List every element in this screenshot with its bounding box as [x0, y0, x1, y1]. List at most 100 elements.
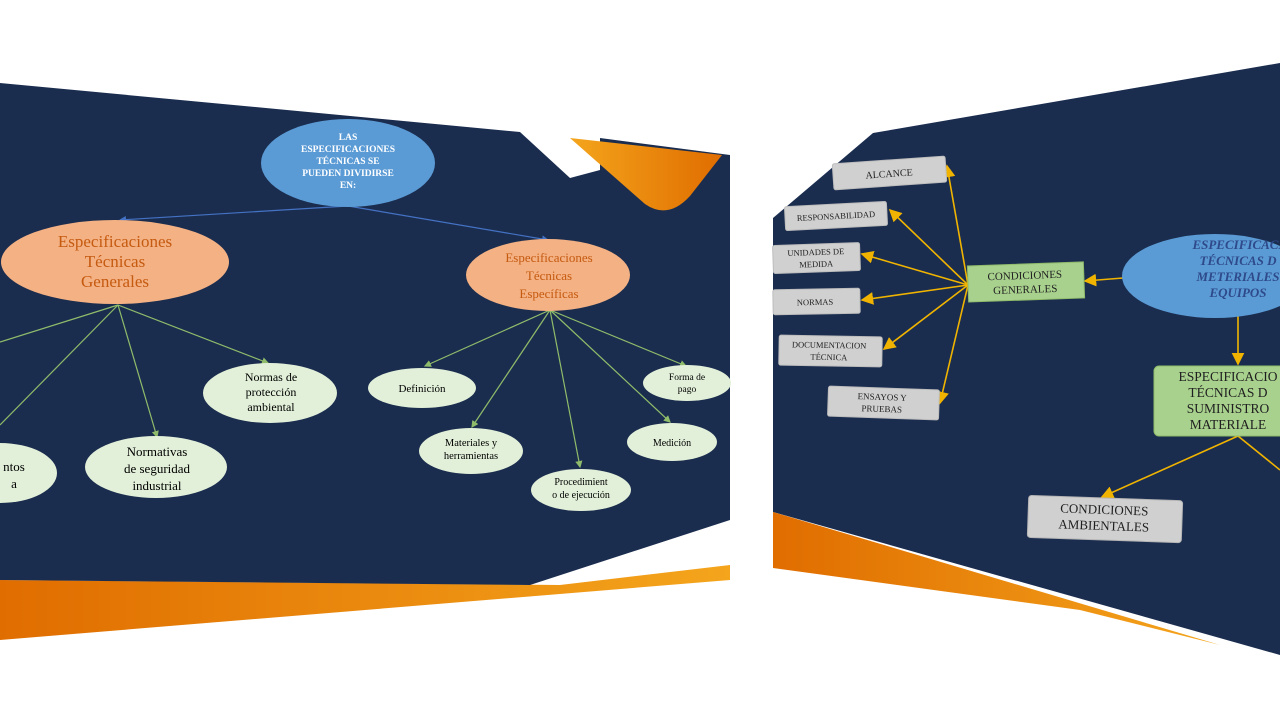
child-node: [0, 443, 57, 503]
text-line: Técnicas: [526, 268, 572, 283]
right-orange-strip: [773, 512, 1220, 645]
child-node-text: Materiales y herramientas: [444, 438, 498, 462]
condition-item-text: DOCUMENTACION TÉCNICA: [792, 339, 867, 362]
text-line: ESPECIFICACI: [1191, 237, 1280, 252]
child-node-text: Medición: [653, 438, 691, 449]
child-node: [531, 469, 631, 511]
connector: [118, 205, 349, 224]
environmental-conditions-box: [1026, 494, 1184, 544]
connector: [1083, 273, 1124, 287]
connector: [549, 309, 688, 368]
text-line: ntos: [3, 459, 25, 474]
child-node: [643, 365, 731, 401]
text-line: Procedimient: [554, 477, 608, 488]
text-line: Normativas: [127, 444, 188, 459]
text-line: Generales: [81, 272, 149, 291]
condition-item-text: RESPONSABILIDAD: [797, 209, 876, 223]
text-line: protección: [246, 385, 297, 399]
text-line: AMBIENTALES: [1058, 516, 1149, 534]
text-line: MATERIALE: [1190, 417, 1267, 432]
child-node: [627, 423, 717, 461]
text-line: a: [11, 476, 17, 491]
connector: [549, 309, 671, 423]
connector: [860, 284, 969, 305]
text-line: CONDICIONES: [987, 269, 1062, 284]
general-conditions-box: [966, 261, 1086, 303]
condition-item-box: [772, 242, 861, 274]
root-node: [261, 119, 435, 207]
text-line: EN:: [340, 181, 356, 191]
environmental-conditions-text: CONDICIONESAMBIENTALES: [1058, 500, 1150, 534]
text-line: MEDIDA: [799, 258, 834, 269]
child-node-text: ntos a: [3, 459, 25, 491]
condition-item-box: [778, 334, 883, 368]
connector: [1100, 435, 1239, 499]
connector: [117, 304, 159, 439]
connector: [423, 309, 551, 367]
connector: [549, 309, 583, 469]
condition-item-box: [827, 385, 940, 421]
text-line: NORMAS: [797, 297, 834, 308]
text-line: LAS: [339, 133, 357, 143]
text-line: CONDICIONES: [1060, 500, 1149, 518]
specific-specs-node: [466, 239, 630, 311]
text-line: ESPECIFICACIONES: [301, 145, 395, 155]
text-line: Específicas: [519, 286, 578, 301]
condition-item-text: NORMAS: [797, 297, 834, 308]
connector: [117, 304, 270, 365]
connector: [936, 284, 969, 405]
child-node-text: Definición: [398, 383, 446, 395]
text-line: Medición: [653, 438, 691, 449]
text-line: Especificaciones: [505, 250, 592, 265]
text-line: industrial: [132, 478, 181, 493]
text-line: Normas de: [245, 370, 297, 384]
condition-item-text: UNIDADES DEMEDIDA: [787, 246, 845, 270]
text-line: Especificaciones: [58, 232, 172, 251]
text-line: PUEDEN DIVIDIRSE: [302, 169, 394, 179]
text-line: herramientas: [444, 451, 498, 462]
connector: [1237, 435, 1280, 471]
condition-item-text: ALCANCE: [865, 167, 913, 181]
child-node: [368, 368, 476, 408]
text-line: Definición: [398, 383, 446, 395]
left-white-cut: [560, 535, 730, 580]
text-line: ALCANCE: [865, 167, 913, 181]
connector: [0, 304, 119, 343]
connector: [882, 284, 969, 350]
text-line: GENERALES: [993, 283, 1058, 297]
right-slide: ALCANCE RESPONSABILIDAD UNIDADES DEMEDID…: [772, 63, 1280, 655]
text-line: TÉCNICA: [810, 352, 848, 363]
text-line: RESPONSABILIDAD: [797, 209, 876, 223]
condition-item-box: [772, 287, 861, 316]
text-line: ambiental: [247, 400, 295, 414]
right-root-node: [1122, 234, 1280, 318]
text-line: UNIDADES DE: [787, 246, 844, 258]
connector: [471, 309, 551, 428]
text-line: Materiales y: [445, 438, 498, 449]
connector: [0, 304, 119, 426]
left-orange-strip: [0, 565, 730, 640]
supply-specs-box: [1153, 365, 1280, 437]
text-line: PRUEBAS: [861, 403, 902, 414]
text-line: Forma de: [669, 373, 705, 383]
condition-item-box: [831, 155, 948, 191]
connector: [347, 205, 550, 243]
text-line: TÉCNICAS SE: [316, 155, 379, 167]
text-line: DOCUMENTACION: [792, 339, 867, 350]
text-line: ESPECIFICACIO: [1178, 369, 1277, 384]
connector: [888, 208, 969, 286]
text-line: SUMINISTRO: [1187, 401, 1270, 416]
general-conditions-text: CONDICIONESGENERALES: [987, 269, 1062, 298]
text-line: ENSAYOS Y: [857, 391, 907, 403]
